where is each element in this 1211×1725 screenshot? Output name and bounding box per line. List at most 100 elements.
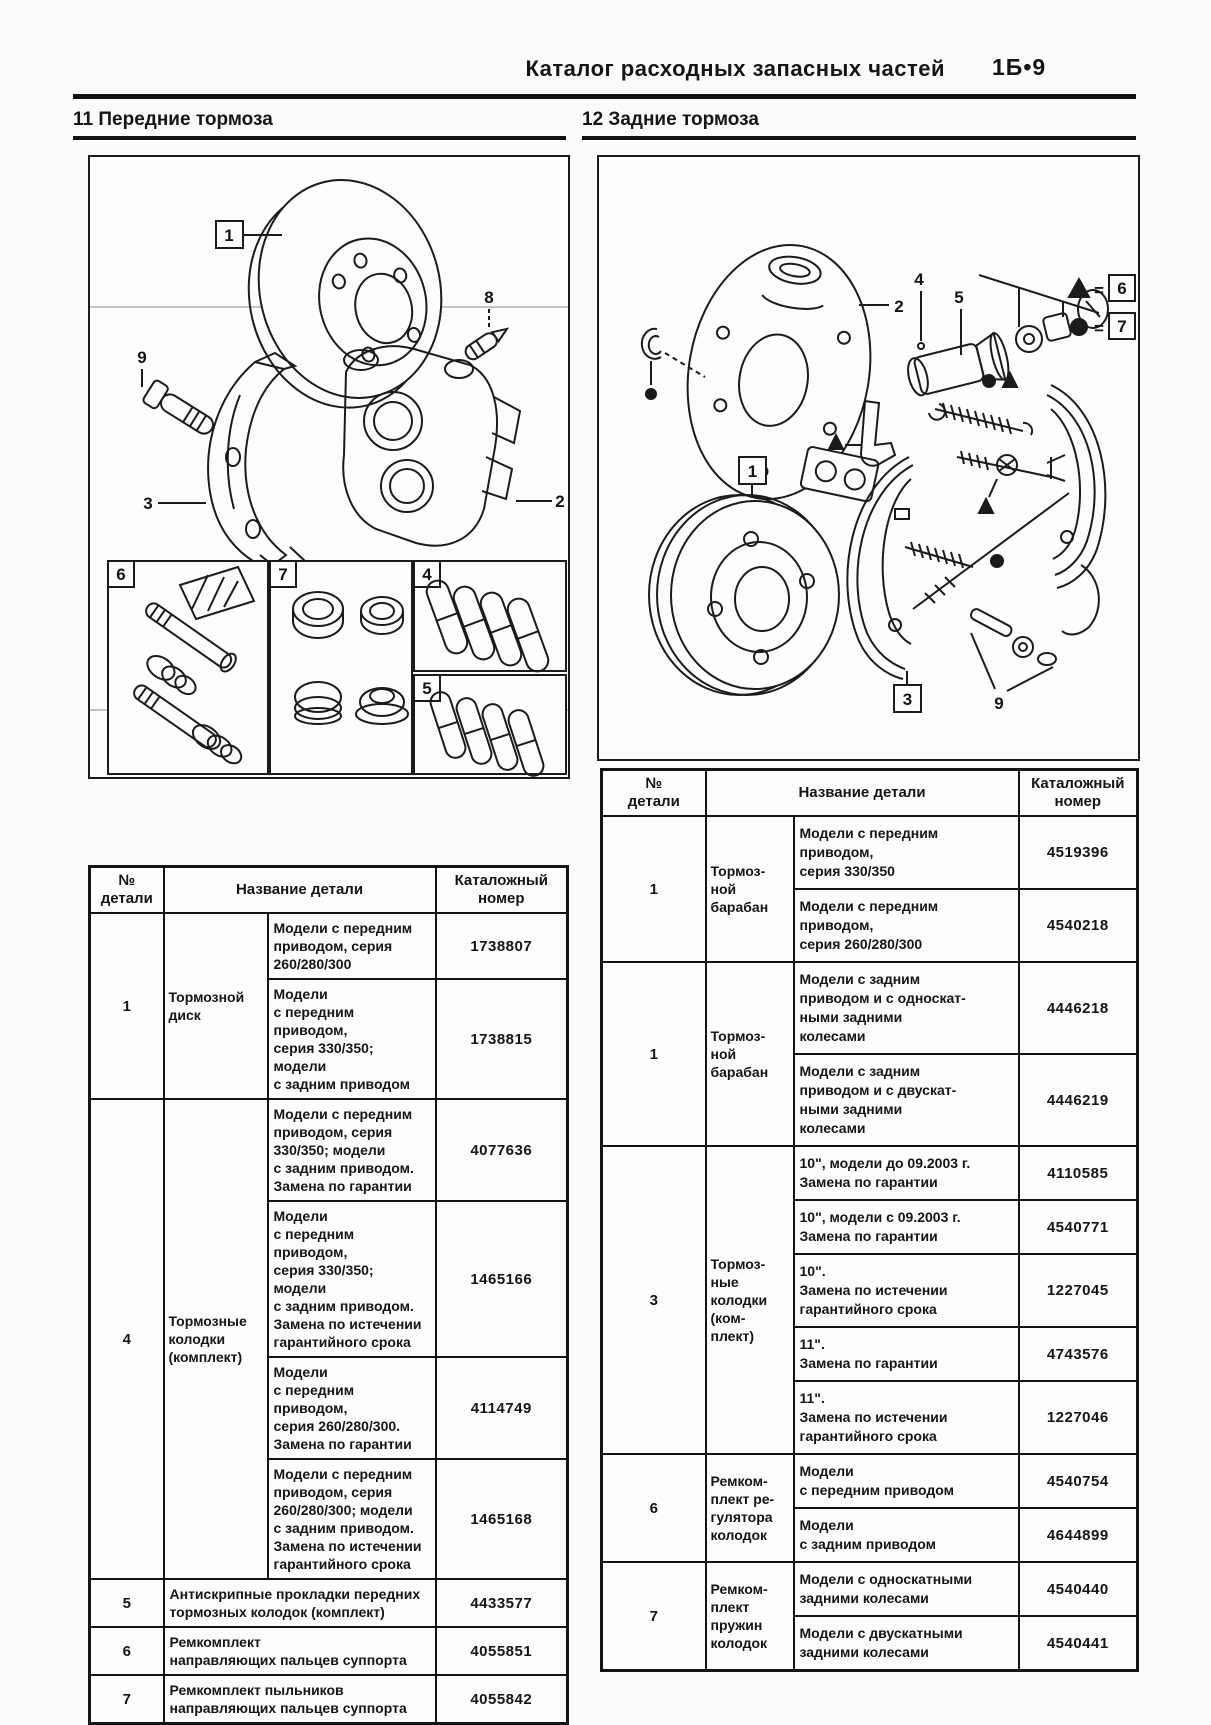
header-rule bbox=[73, 94, 1136, 99]
front-parts-table: № детали Название детали Каталожный номе… bbox=[88, 865, 570, 1725]
bleeder-dot bbox=[917, 342, 925, 350]
triangle-marker bbox=[1001, 370, 1019, 388]
table-row: Модели с передним приводом, серия 330/35… bbox=[90, 1200, 569, 1358]
front-section-rule bbox=[73, 136, 566, 140]
catalog-number-cell: 4540441 bbox=[1017, 1615, 1139, 1672]
front-label-bracket: 3 bbox=[143, 494, 152, 513]
table-row: 11". Замена по гарантии 4743576 bbox=[602, 1326, 1139, 1382]
marker-leader bbox=[988, 478, 998, 498]
table-row: Модели с двускатными задними колесами 45… bbox=[602, 1615, 1139, 1672]
hold-down-rod bbox=[912, 492, 1070, 610]
catalog-number-cell: 4110585 bbox=[1017, 1145, 1139, 1201]
triangle-marker bbox=[827, 432, 845, 450]
parts-bracket-line bbox=[978, 274, 1100, 314]
variant-desc-cell: 10", модели с 09.2003 г. Замена по гаран… bbox=[792, 1199, 1020, 1255]
front-label-pads-outer: 4 bbox=[422, 565, 432, 584]
catalog-number-cell: 1465166 bbox=[434, 1200, 569, 1358]
variant-desc-cell: Модели с передним приводом, серия 330/35… bbox=[792, 815, 1020, 890]
drum-label-box bbox=[738, 456, 767, 497]
catalog-number-cell: 4433577 bbox=[434, 1578, 569, 1628]
table-row: 6 Ремком- плект ре- гулятора колодок Мод… bbox=[600, 1453, 1139, 1563]
variant-desc-cell: Модели с передним приводом, серия 330/35… bbox=[266, 1200, 437, 1358]
part-name-cell: Тормозной диск bbox=[162, 912, 269, 1100]
catalog-number-cell: 4519396 bbox=[1017, 815, 1139, 890]
legend-eq: = bbox=[1094, 281, 1104, 300]
catalog-number-cell: 4055842 bbox=[434, 1674, 569, 1725]
rear-label-shoe: 3 bbox=[903, 690, 912, 709]
table-row: 3 Тормоз- ные колодки (ком- плект) 10", … bbox=[600, 1145, 1139, 1455]
col-header-name: Название детали bbox=[704, 768, 1020, 817]
legend-eq: = bbox=[1094, 319, 1104, 338]
table-row: 1 Тормоз- ной барабан Модели с задним пр… bbox=[600, 961, 1139, 1147]
rear-brake-figure: 2 4 5 = 6 = 7 1 3 9 bbox=[597, 155, 1140, 761]
table-row: Модели с задним приводом и с двускат- ны… bbox=[602, 1053, 1139, 1147]
part-number-cell: 6 bbox=[88, 1626, 165, 1676]
rear-label-bleeder: 4 bbox=[914, 270, 924, 289]
rear-parts-table: № детали Название детали Каталожный номе… bbox=[600, 768, 1140, 1672]
adjuster-assembly bbox=[956, 450, 1066, 482]
variant-desc-cell: 11". Замена по гарантии bbox=[792, 1326, 1020, 1382]
brake-caliper bbox=[342, 345, 522, 547]
variant-desc-cell: Модели с передним приводом, серия 260/28… bbox=[266, 1458, 437, 1580]
catalog-number-cell: 4540754 bbox=[1017, 1453, 1139, 1509]
return-spring-upper bbox=[928, 402, 1034, 436]
circle-marker bbox=[982, 374, 996, 388]
front-brake-diagram: 1 9 3 2 8 6 7 4 5 bbox=[90, 179, 568, 777]
col-header-catalog: Каталожный номер bbox=[1017, 768, 1139, 817]
front-label-bleeder: 8 bbox=[484, 288, 493, 307]
table-row: 4 Тормозные колодки (комплект) Модели с … bbox=[88, 1098, 569, 1580]
pads-outer-box bbox=[413, 560, 567, 673]
catalog-number-cell: 4077636 bbox=[434, 1098, 569, 1202]
retainer-clip bbox=[640, 327, 662, 360]
disc-label-box bbox=[215, 220, 282, 249]
part-name-cell: Тормозные колодки (комплект) bbox=[162, 1098, 269, 1580]
catalog-number-cell: 4446218 bbox=[1017, 961, 1139, 1055]
catalog-number-cell: 4055851 bbox=[434, 1626, 569, 1676]
rear-section-title: 12 Задние тормоза bbox=[582, 109, 759, 130]
table-row: 1 Тормозной диск Модели с передним приво… bbox=[88, 912, 569, 1100]
part-number-cell: 4 bbox=[88, 1098, 165, 1580]
col-header-name: Название детали bbox=[162, 865, 437, 914]
catalog-number-cell: 1738807 bbox=[434, 912, 569, 980]
catalog-number-cell: 4446219 bbox=[1017, 1053, 1139, 1147]
rear-label-drum: 1 bbox=[748, 462, 757, 481]
table-row: 11". Замена по истечении гарантийного ср… bbox=[602, 1380, 1139, 1455]
part-name-cell: Антискрипные прокладки передних тормозны… bbox=[162, 1578, 437, 1628]
triangle-icon bbox=[1067, 276, 1091, 298]
kit-bushings-box bbox=[269, 560, 413, 775]
legend-box-7 bbox=[1108, 312, 1136, 340]
front-label-disc: 1 bbox=[224, 226, 233, 245]
table-header-row: № детали Название детали Каталожный номе… bbox=[88, 865, 569, 914]
catalog-number-cell: 1738815 bbox=[434, 978, 569, 1100]
catalog-number-cell: 1465168 bbox=[434, 1458, 569, 1580]
table-row: 7 Ремком- плект пружин колодок Модели с … bbox=[600, 1561, 1139, 1672]
parking-lever bbox=[859, 399, 897, 467]
table-row: Модели с передним приводом, серия 330/35… bbox=[90, 978, 569, 1100]
variant-desc-cell: Модели с передним приводом, серия 260/28… bbox=[266, 912, 437, 980]
legend-num-6: 6 bbox=[1117, 279, 1126, 298]
variant-desc-cell: Модели с передним приводом, серия 330/35… bbox=[266, 1098, 437, 1202]
variant-desc-cell: Модели с передним приводом bbox=[792, 1453, 1020, 1509]
front-brake-figure: 1 9 3 2 8 6 7 4 5 bbox=[88, 155, 570, 779]
caliper-bracket bbox=[207, 351, 324, 589]
brake-shoe-left bbox=[846, 456, 914, 680]
bleeder-screw bbox=[464, 327, 510, 361]
catalog-number-cell: 1227045 bbox=[1017, 1253, 1139, 1328]
part-number-cell: 7 bbox=[88, 1674, 165, 1725]
front-label-bolt: 9 bbox=[137, 348, 146, 367]
kit-guide-pins-box bbox=[107, 560, 269, 775]
table-header-row: № детали Название детали Каталожный номе… bbox=[600, 768, 1139, 817]
col-header-num: № детали bbox=[600, 768, 707, 817]
table-row: 7 Ремкомплект пыльников направляющих пал… bbox=[88, 1674, 569, 1725]
rear-label-plate: 2 bbox=[894, 297, 903, 316]
catalog-number-cell: 4644899 bbox=[1017, 1507, 1139, 1563]
part-name-cell: Ремком- плект ре- гулятора колодок bbox=[704, 1453, 795, 1563]
variant-desc-cell: Модели с задним приводом и с односкат- н… bbox=[792, 961, 1020, 1055]
table-row: Модели с передним приводом, серия 260/28… bbox=[90, 1458, 569, 1580]
front-label-kit-bushings: 7 bbox=[278, 565, 287, 584]
spring-clip-arc bbox=[1061, 564, 1100, 636]
table-row: Модели с передним приводом, серия 260/28… bbox=[602, 888, 1139, 963]
cylinder-mount-block bbox=[799, 446, 880, 503]
page-title: Каталог расходных запасных частей bbox=[525, 56, 945, 81]
part-number-cell: 1 bbox=[600, 815, 707, 963]
